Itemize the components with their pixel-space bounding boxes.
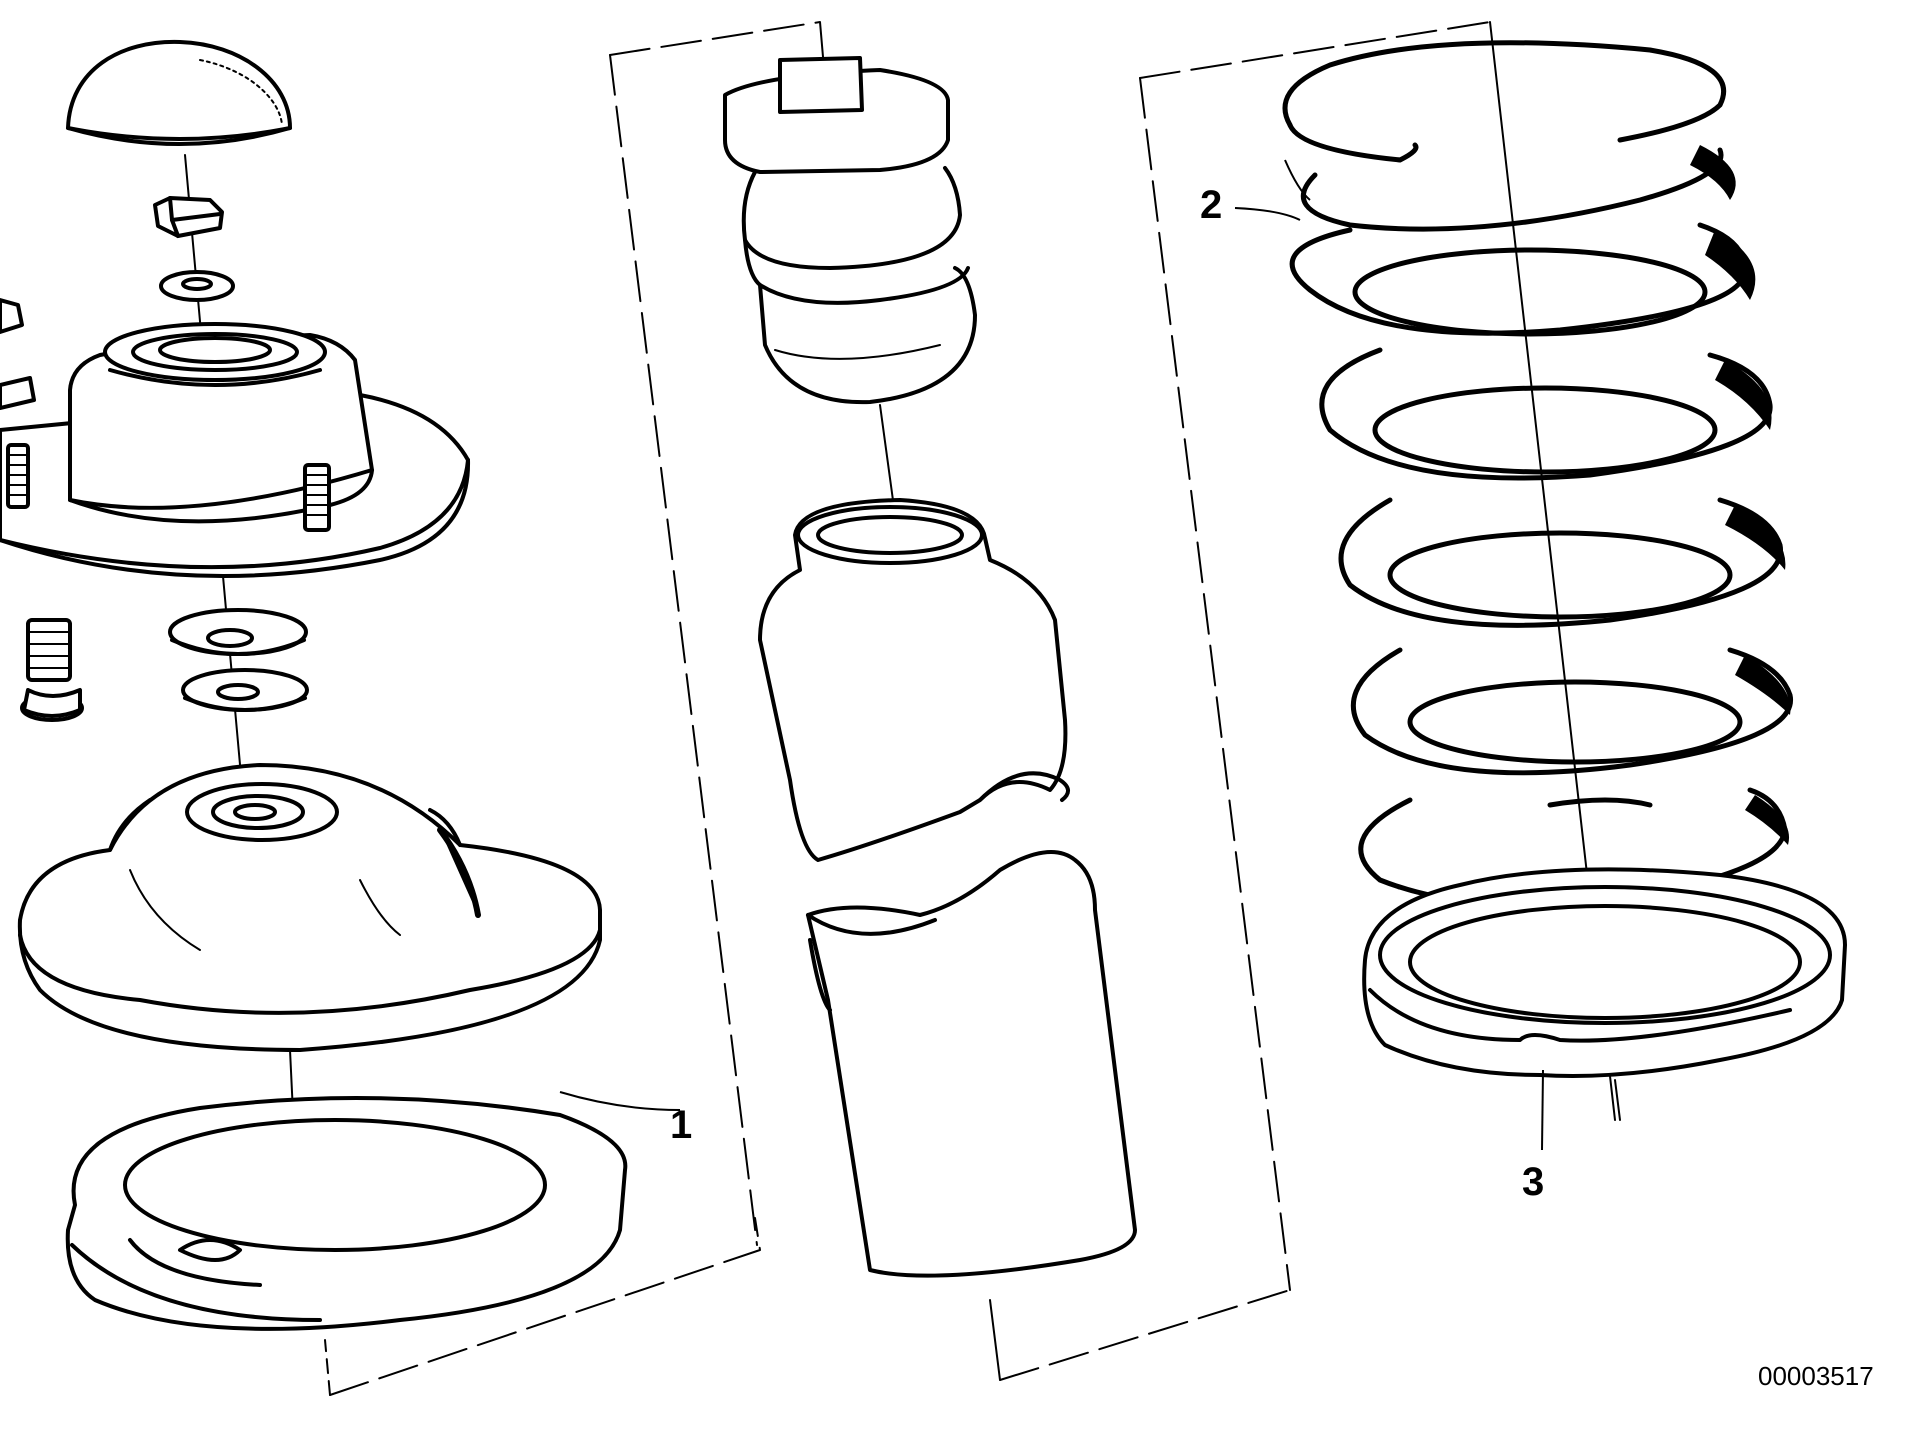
dust-boot-lower — [806, 850, 1137, 1278]
callout-label-2: 2 — [1200, 183, 1222, 227]
spring-pad-1 — [65, 1096, 628, 1331]
callout-label-3: 3 — [1522, 1160, 1544, 1204]
group-bracket-middle-top — [609, 21, 826, 81]
group-bracket-left — [329, 1217, 761, 1396]
group-bracket-middle-side — [609, 54, 758, 1246]
rubber-mount — [17, 763, 602, 1052]
bump-stop — [723, 56, 977, 405]
leader-line-1 — [559, 1091, 681, 1111]
callout-label-1: 1 — [670, 1103, 692, 1147]
lock-washer — [159, 270, 235, 302]
hex-nut — [153, 196, 224, 238]
document-number: 00003517 — [1758, 1361, 1874, 1391]
mount-stud-right — [303, 463, 331, 532]
group-bracket-right-top — [1139, 21, 1491, 79]
leader-line-3 — [1541, 1069, 1544, 1151]
spring-seat-3 — [1362, 867, 1847, 1078]
leader-line-2 — [1234, 207, 1301, 221]
upper-strut-mount — [0, 322, 471, 578]
coil-spring-shading — [1690, 145, 1791, 845]
dust-boot-upper — [758, 498, 1070, 862]
dome-cap — [66, 39, 292, 146]
washer-upper — [168, 608, 308, 656]
mount-stud-left — [6, 443, 30, 509]
edge-nut — [0, 298, 36, 410]
bolt — [20, 618, 84, 722]
washer-lower — [181, 668, 309, 712]
group-bracket-right-side — [1139, 77, 1291, 1291]
